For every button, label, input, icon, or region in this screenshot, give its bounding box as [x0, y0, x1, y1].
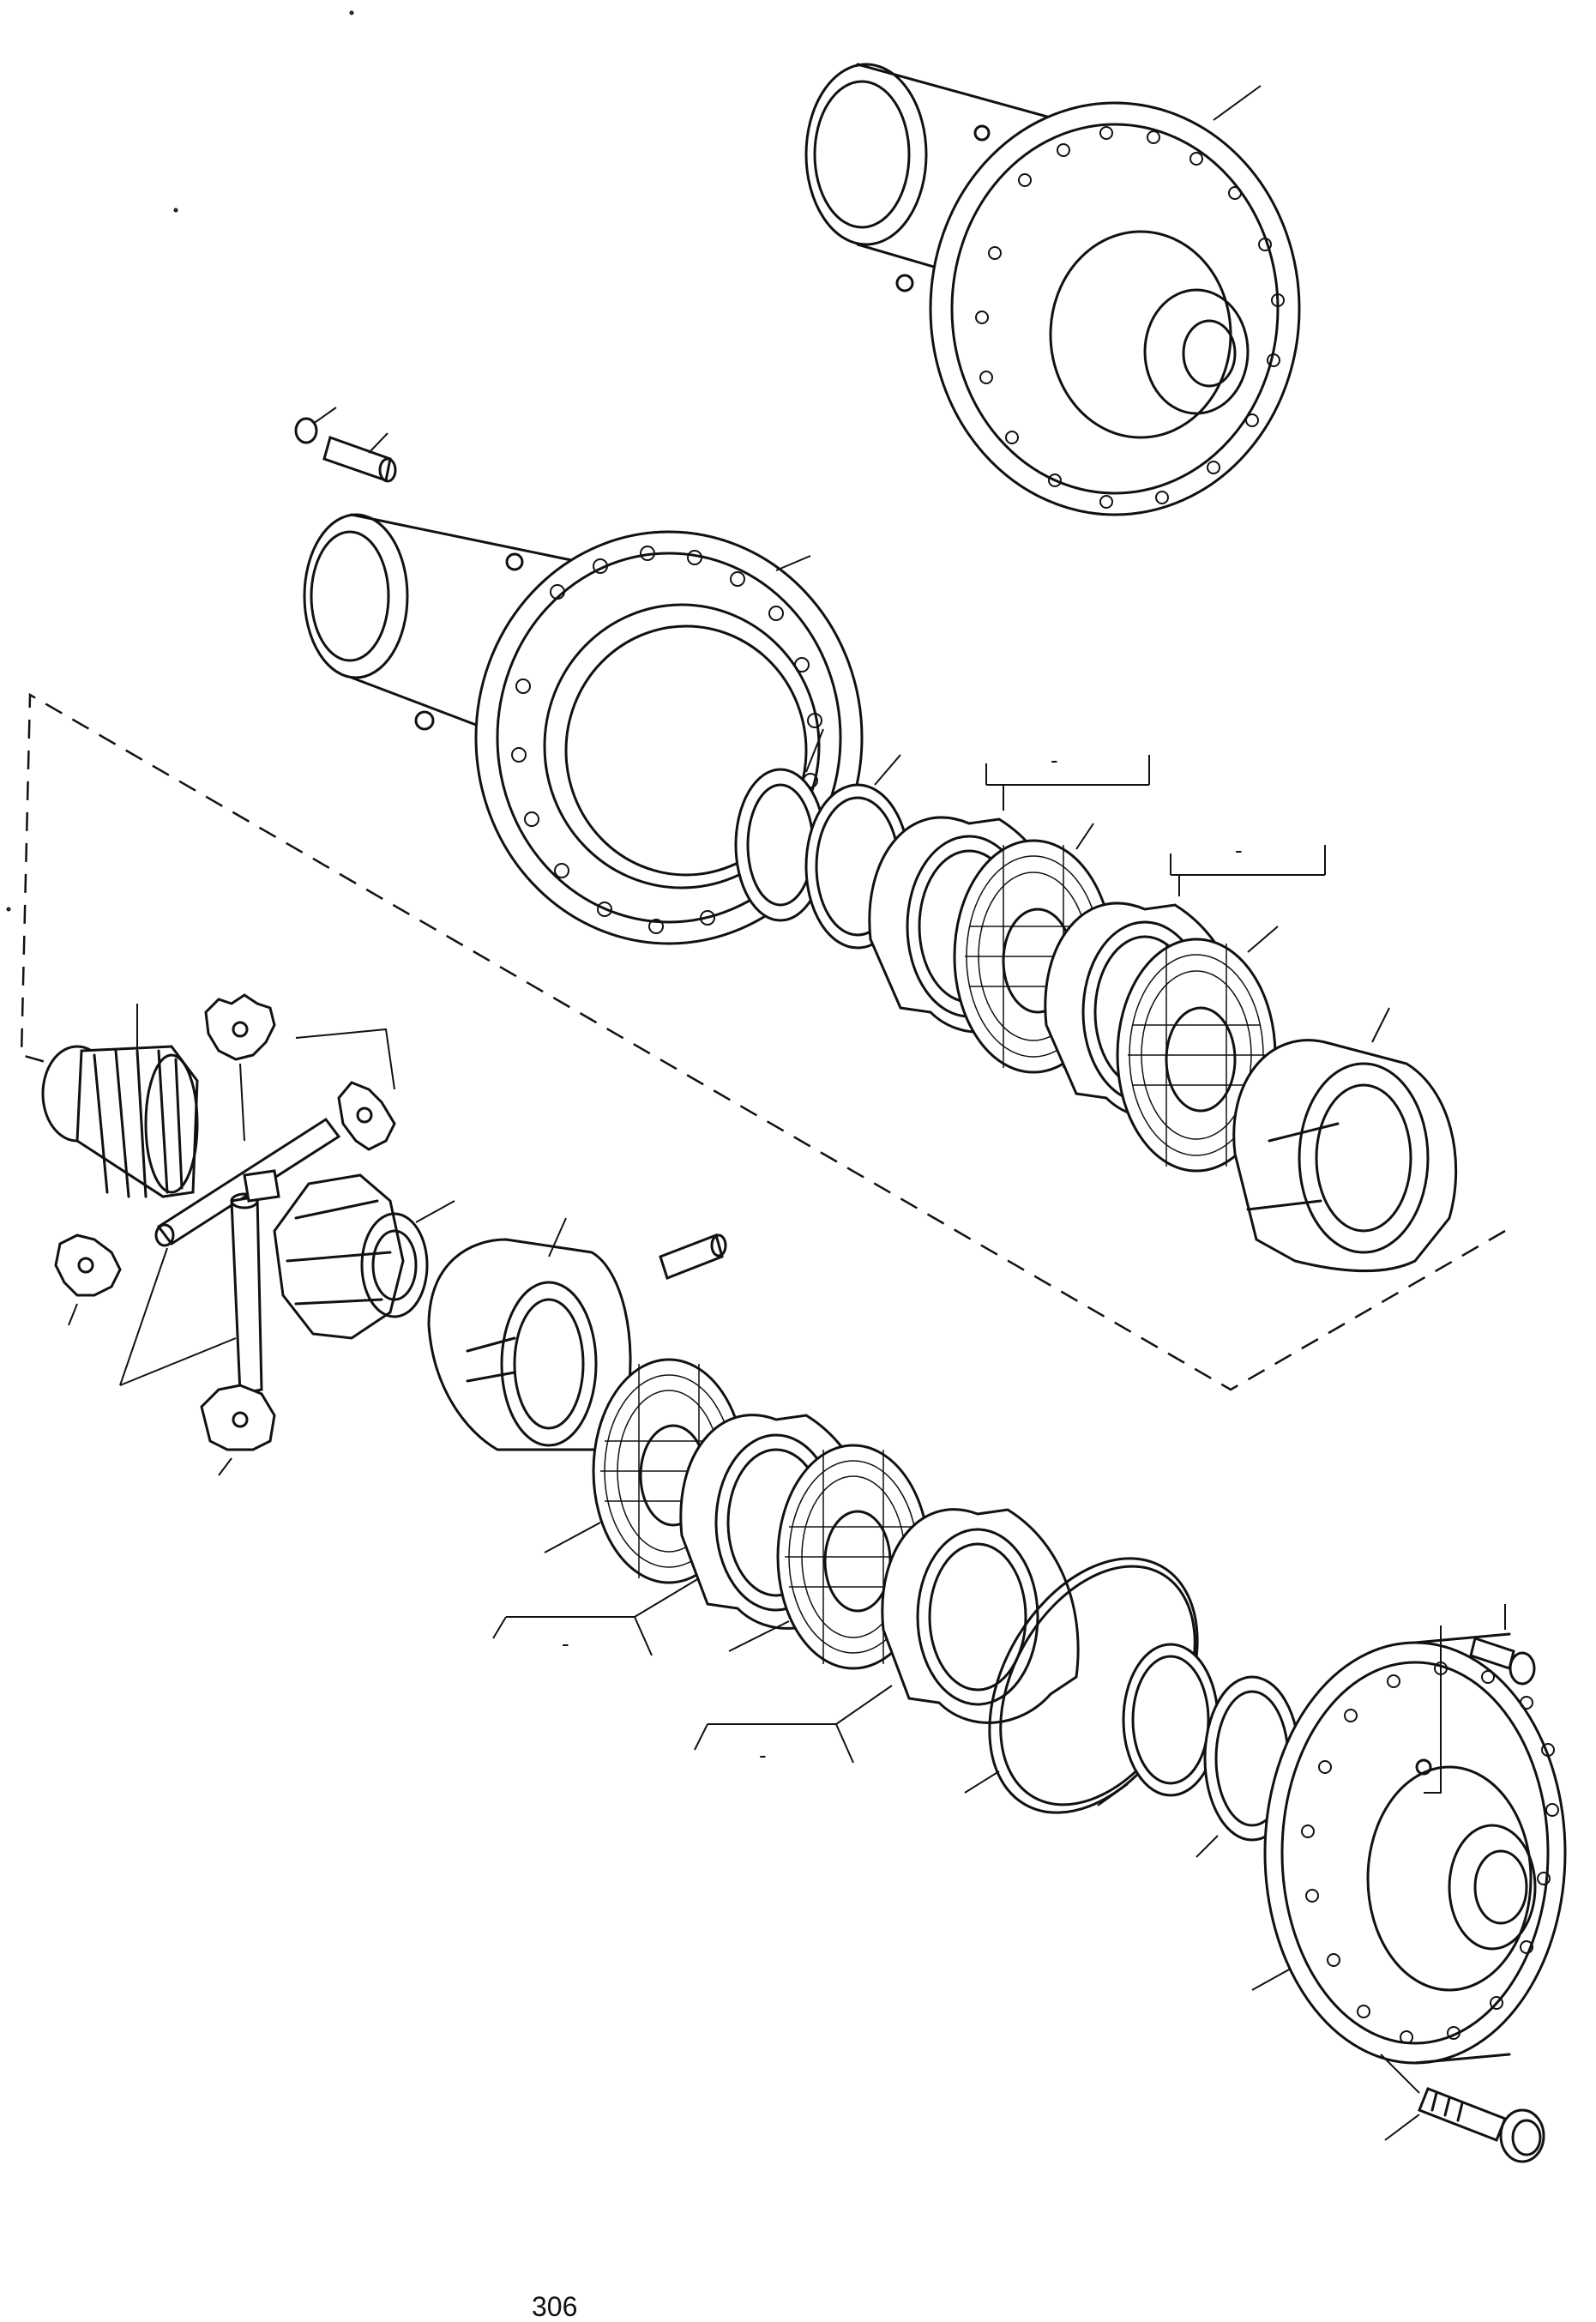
- kit-mark-lower-1: -: [562, 1631, 569, 1656]
- assembly-outline-dashed: [20, 692, 1506, 1391]
- spider-gear-bottom: [200, 1384, 276, 1476]
- spacer-ring-lower: [1097, 1643, 1220, 1806]
- kit-mark-upper-1: -: [1051, 747, 1058, 773]
- differential-case-cover: [1251, 1632, 1567, 2065]
- hex-flange-bolt: [1380, 2054, 1545, 2163]
- leader-cross-pin: [119, 1247, 237, 1386]
- side-gear-left: [41, 1004, 199, 1198]
- kit-mark-upper-2: -: [1235, 837, 1243, 863]
- side-gear-right: [273, 1173, 455, 1340]
- socket-head-cap-screw: [1424, 1604, 1536, 1794]
- assembled-differential-housing: [804, 63, 1301, 516]
- page-footer-number: 306: [532, 2291, 577, 2322]
- cross-pin-assembly: [154, 1117, 341, 1396]
- spider-gear-right: [295, 1028, 396, 1151]
- scan-mark-left: [173, 208, 178, 213]
- plain-plate-lower-2: -: [694, 1508, 1080, 1768]
- kit-mark-lower-2: -: [759, 1742, 767, 1768]
- dowel-pin: [322, 432, 397, 483]
- scan-mark-left-2: [6, 907, 11, 912]
- scan-mark-top: [349, 10, 354, 15]
- roll-pin-small: [294, 407, 337, 444]
- pressure-ring-upper: [1232, 1007, 1458, 1272]
- spider-gear-left: [54, 1233, 122, 1326]
- spider-gear-top: [204, 993, 276, 1142]
- pressure-ring-lower: [427, 1217, 632, 1451]
- locating-pin: [659, 1233, 727, 1280]
